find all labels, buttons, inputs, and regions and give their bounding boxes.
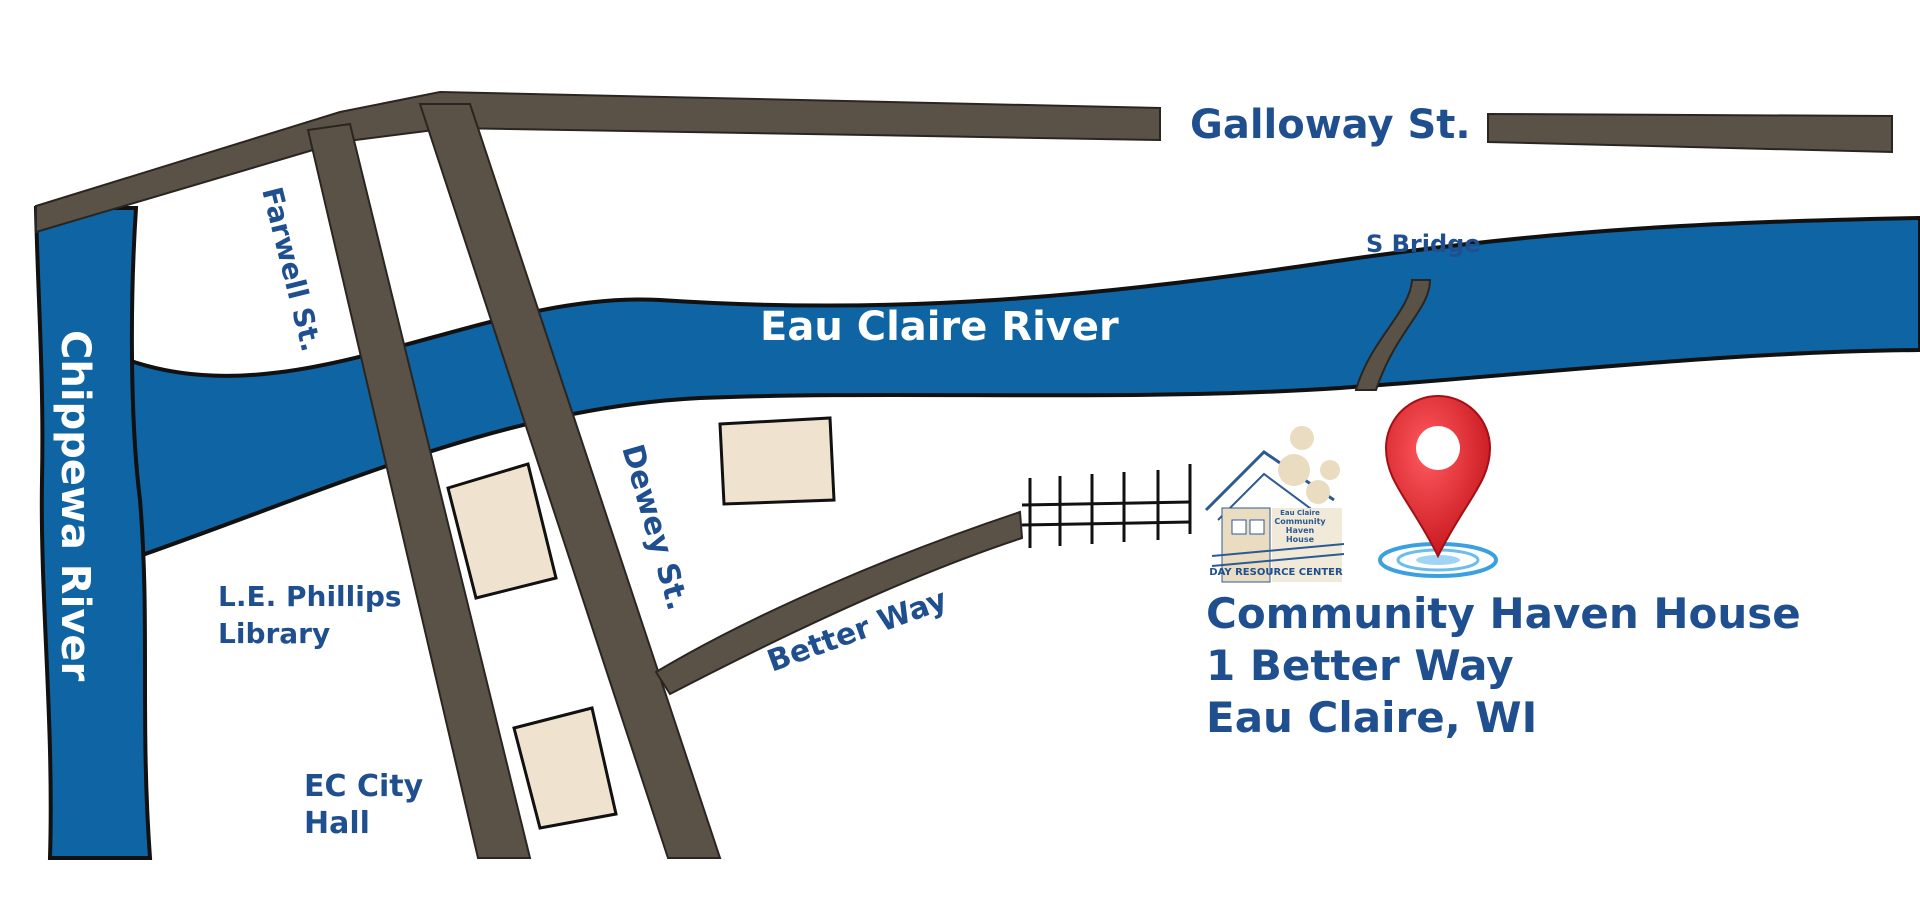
dewey-street-road [418,103,722,859]
library-label-line2: Library [218,617,330,650]
building-library [446,462,558,600]
galloway-street-road [35,90,1161,234]
logo-caption: DAY RESOURCE CENTER [1209,567,1343,578]
building-city-hall [512,706,618,830]
eau-claire-river [126,215,1920,563]
galloway-street-road-east [1487,112,1893,154]
farwell-street-road [306,122,532,859]
farwell-street-label: Farwell St. [255,184,328,355]
destination-name: Community Haven House [1206,589,1801,638]
destination-address: Community Haven House 1 Better Way Eau C… [1206,588,1801,744]
destination-city: Eau Claire, WI [1206,693,1538,742]
city-hall-label-line1: EC City [304,769,424,804]
logo-text-line1: Eau Claire [1280,509,1320,517]
galloway-street-label: Galloway St. [1190,102,1471,148]
railroad-tracks [1021,464,1192,548]
chippewa-river [33,206,153,860]
eau-claire-river-label: Eau Claire River [760,304,1119,350]
destination-street: 1 Better Way [1206,641,1514,690]
s-bridge-label: S Bridge [1366,230,1481,258]
better-way-road [654,510,1024,696]
s-bridge [1354,279,1432,391]
map-pin-icon[interactable] [1378,395,1498,578]
logo-text-line4: House [1286,535,1315,544]
city-hall-label-line2: Hall [304,806,370,841]
logo-text-line2: Community [1274,517,1326,526]
chippewa-river-label: Chippewa River [52,330,98,682]
community-haven-house-logo: Eau Claire Community Haven House DAY RES… [1204,426,1345,583]
logo-text-line3: Haven [1286,526,1315,535]
library-label-line1: L.E. Phillips [218,580,402,613]
building-north [718,416,836,506]
